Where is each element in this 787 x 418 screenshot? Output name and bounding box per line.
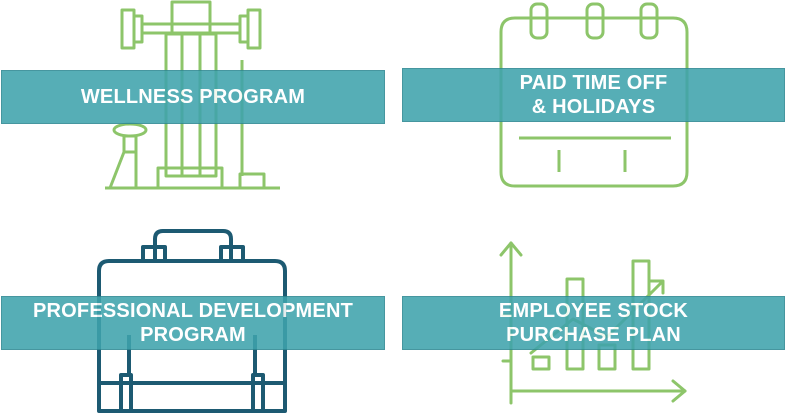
benefit-title-line2: PURCHASE PLAN — [506, 324, 681, 346]
benefit-title-line1: PROFESSIONAL DEVELOPMENT — [32, 300, 354, 322]
benefit-title-line1: EMPLOYEE STOCK — [498, 300, 689, 322]
fitness-machine-icon — [105, 0, 280, 190]
benefit-title: WELLNESS PROGRAM — [80, 86, 306, 108]
benefit-title-line2: & HOLIDAYS — [531, 96, 656, 118]
benefit-banner-pto: PAID TIME OFF & HOLIDAYS — [402, 68, 785, 122]
calendar-icon — [499, 2, 689, 188]
benefit-banner-wellness: WELLNESS PROGRAM — [1, 70, 385, 124]
benefit-banner-professional: PROFESSIONAL DEVELOPMENT PROGRAM — [1, 296, 385, 350]
benefit-title-line2: PROGRAM — [140, 324, 246, 346]
benefit-title-line1: PAID TIME OFF — [519, 72, 668, 94]
benefit-banner-stock: EMPLOYEE STOCK PURCHASE PLAN — [402, 296, 785, 350]
